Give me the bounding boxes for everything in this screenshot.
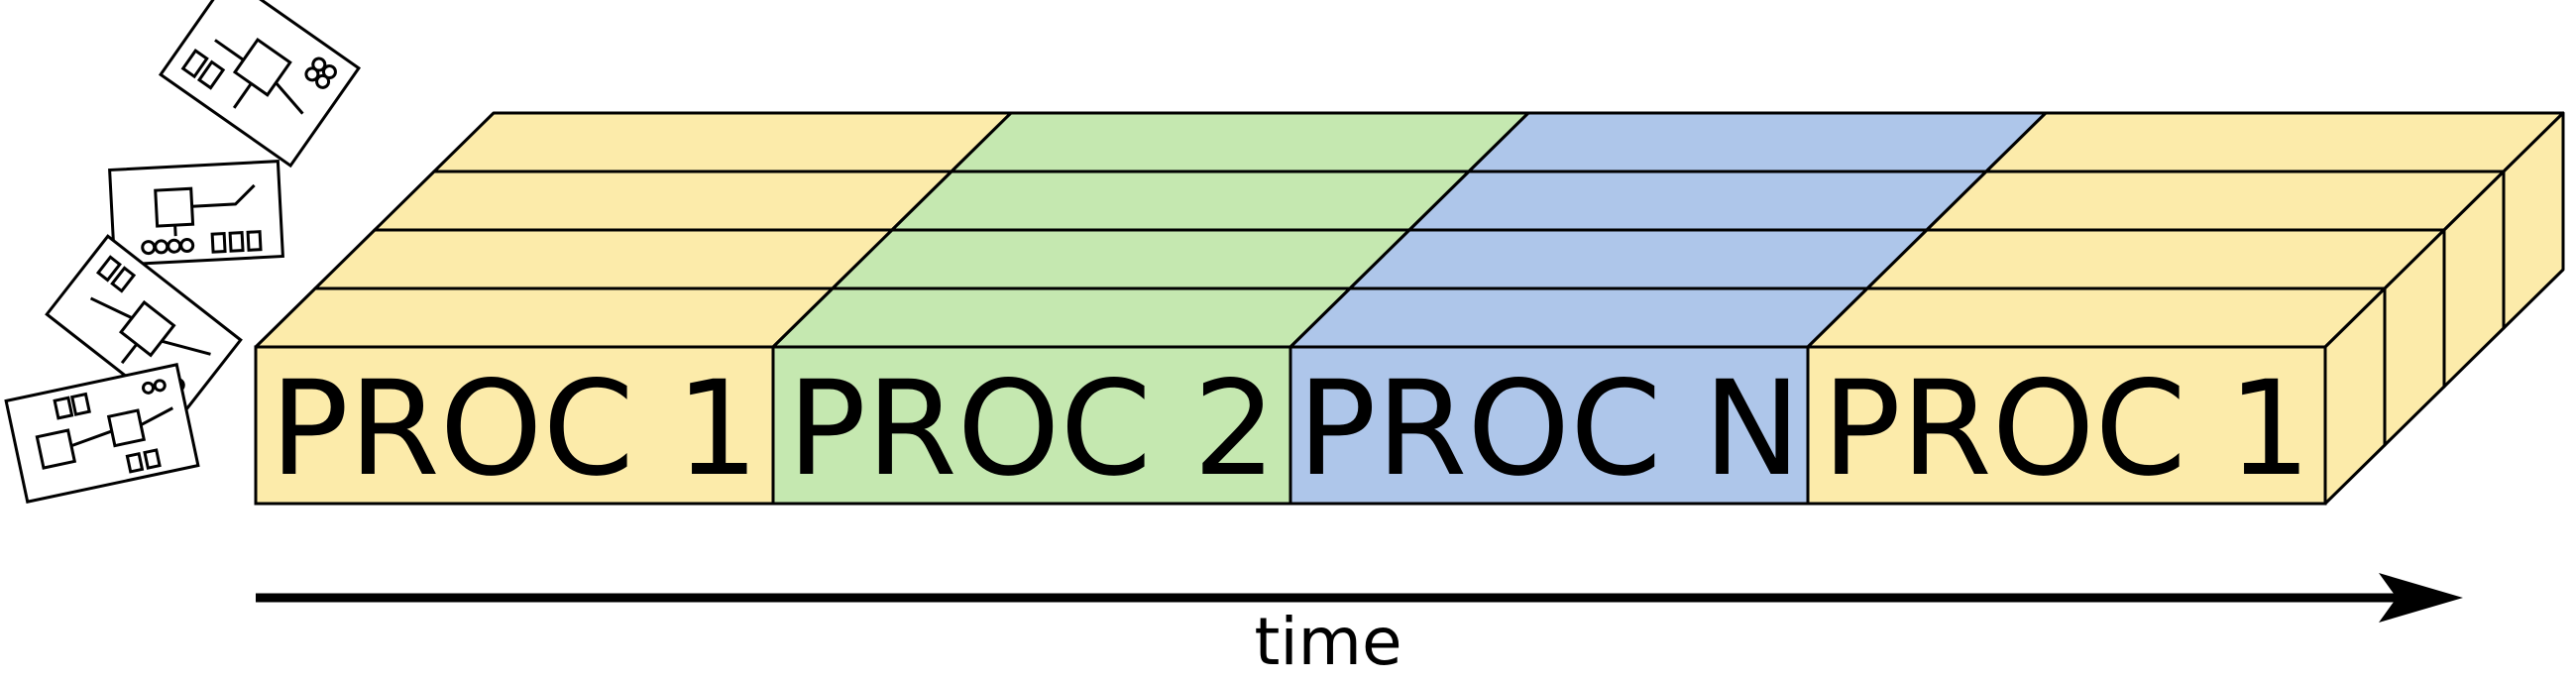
process-block-front xyxy=(1288,345,1810,506)
process-block-label: PROC N xyxy=(1297,353,1801,506)
slab-top-face xyxy=(1348,228,1929,290)
process-block-label: PROC 2 xyxy=(787,353,1276,506)
slab-top-face xyxy=(254,286,835,349)
slab-top-face xyxy=(1407,170,1988,232)
circuit-board-icon xyxy=(4,363,200,504)
circuit-board-icon xyxy=(45,234,243,420)
time-arrow-head xyxy=(2379,573,2463,623)
slab-top-face xyxy=(1806,286,2387,349)
slab-top-face xyxy=(313,228,894,290)
process-block-front xyxy=(1806,345,2327,506)
slab-top-face xyxy=(890,170,1471,232)
process-block-label: PROC 1 xyxy=(1822,353,2310,506)
slab-top-face xyxy=(950,111,1530,173)
process-block-front xyxy=(254,345,775,506)
slab-top-face xyxy=(1984,111,2565,173)
slab-top-face xyxy=(373,170,953,232)
time-axis-label: time xyxy=(1254,604,1401,680)
slab-top-face xyxy=(831,228,1411,290)
slab-top-face xyxy=(1865,228,2446,290)
slab-top-face xyxy=(1288,286,1869,349)
circuit-board-icon xyxy=(158,0,362,169)
process-slab xyxy=(254,111,2565,506)
time-axis: time xyxy=(256,573,2463,680)
slab-top-face xyxy=(1925,170,2506,232)
circuit-boards-illustration xyxy=(4,0,362,504)
slab-top-face xyxy=(1467,111,2048,173)
slab-top-face xyxy=(771,286,1352,349)
circuit-board-icon xyxy=(108,160,284,267)
slab-top-face xyxy=(432,111,1013,173)
process-block-label: PROC 1 xyxy=(270,353,758,506)
